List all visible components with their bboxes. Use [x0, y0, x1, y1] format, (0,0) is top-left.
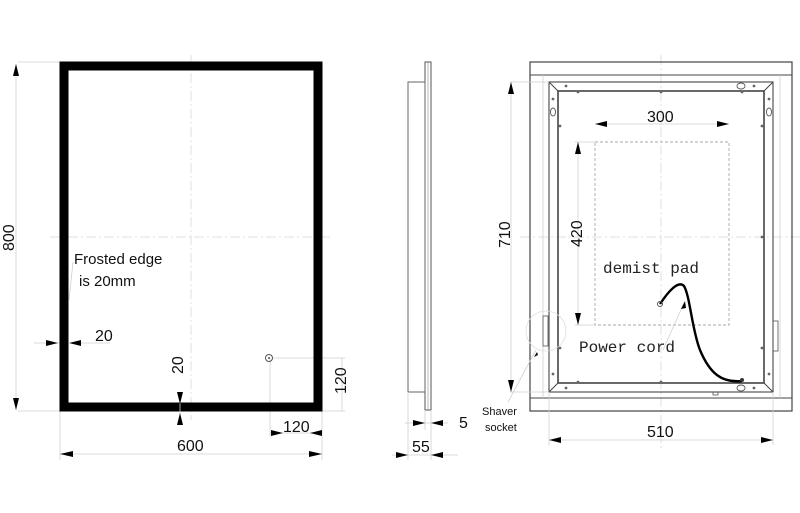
frame-height-dimension: 710: [497, 221, 514, 248]
demist-pad: [594, 141, 730, 326]
glass-thickness-dimension: 5: [459, 415, 468, 432]
side-view: 5 55: [392, 61, 468, 460]
frost-note: Frosted edge: [74, 251, 162, 268]
pad-width-dimension: 300: [647, 109, 674, 126]
keyhole-hanger-icons: [550, 82, 772, 392]
mirror-frosted-border: [59, 61, 323, 412]
right-bracket: [772, 320, 779, 352]
pad-height-dimension: 420: [569, 220, 586, 247]
switch-offset-x: 120: [283, 419, 310, 436]
frame-profile: [407, 81, 426, 393]
front-view: 800 600 Frosted edge is 20mm 20 20 120 1…: [1, 55, 350, 460]
frost-note-2: is 20mm: [79, 273, 136, 290]
back-glass-outline: [529, 61, 793, 412]
back-frame: [548, 81, 774, 393]
height-dimension: 800: [1, 224, 18, 251]
demist-pad-label: demist pad: [603, 260, 699, 278]
touch-switch-icon: [265, 354, 273, 362]
shaver-socket-marker: [525, 310, 567, 352]
side-frost-dimension: 20: [95, 328, 113, 345]
back-view: 300 420 710 510 demist pad Power cord Sh…: [482, 55, 800, 450]
switch-offset-y: 120: [333, 367, 350, 394]
left-bracket: [542, 315, 549, 347]
width-dimension: 600: [177, 438, 204, 455]
shaver-socket-label-2: socket: [485, 422, 517, 434]
power-cord-label: Power cord: [579, 339, 675, 357]
power-cord: [659, 283, 743, 383]
frame-screws: [551, 84, 771, 390]
bottom-frost-dimension: 20: [170, 356, 187, 374]
frame-width-dimension: 510: [647, 424, 674, 441]
depth-dimension: 55: [412, 439, 430, 456]
shaver-socket-label: Shaver: [482, 406, 517, 418]
